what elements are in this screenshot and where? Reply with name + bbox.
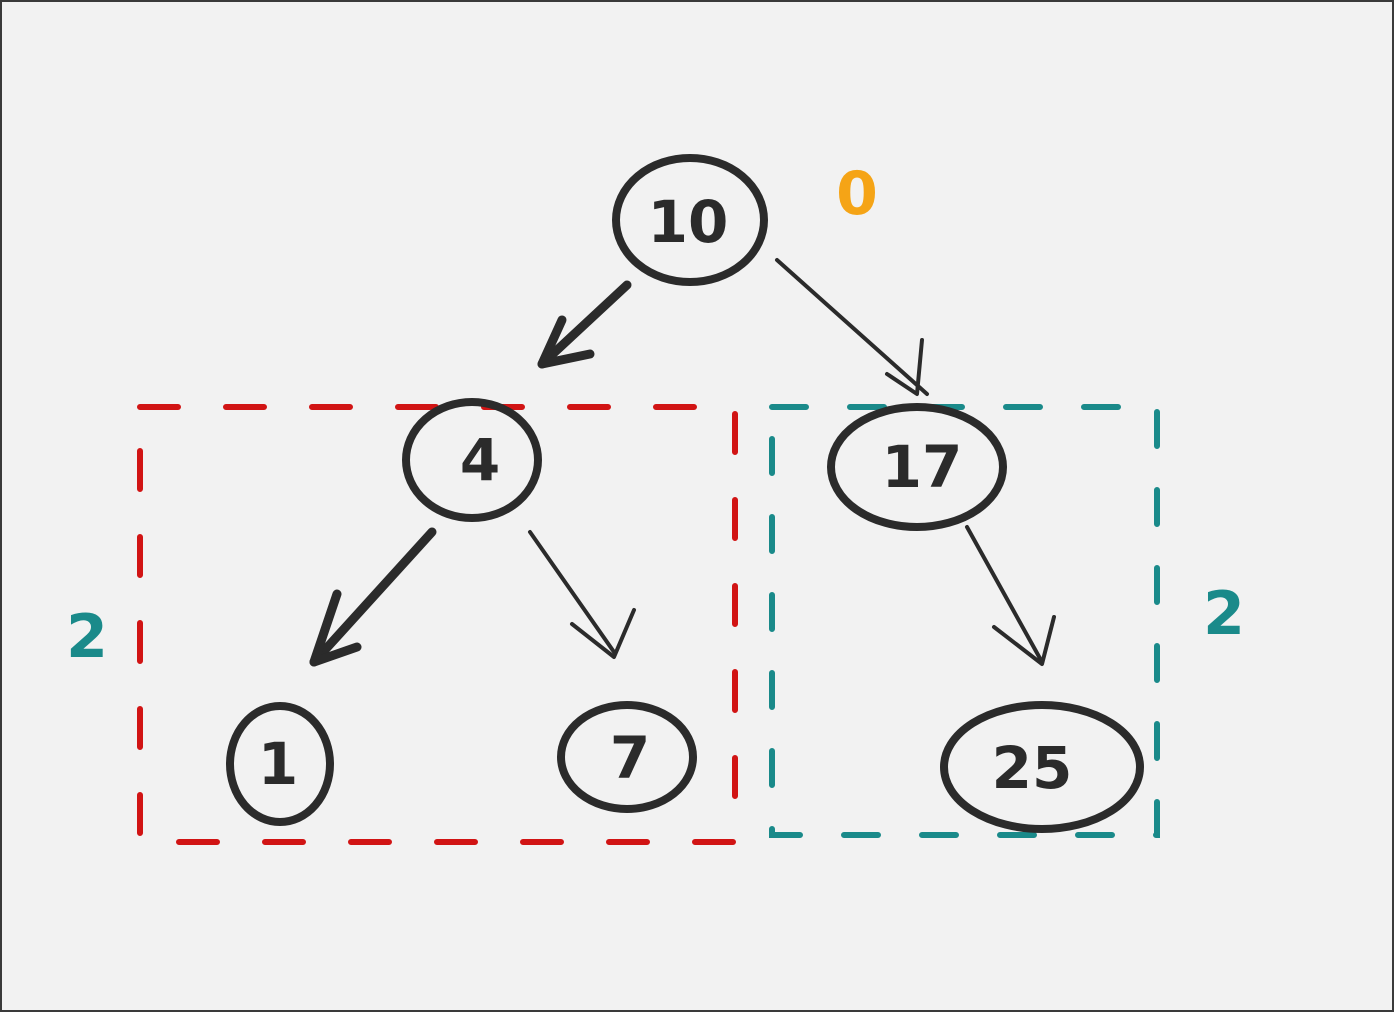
tree-node-left-left: 1 [226, 702, 334, 826]
left-subtree-annotation: 2 [66, 602, 108, 672]
edge-right-rightright [965, 525, 1056, 666]
node-label-left-left: 1 [258, 730, 298, 798]
edge-root-right [775, 258, 929, 396]
root-annotation: 0 [836, 159, 878, 229]
node-label-left-right: 7 [610, 724, 650, 792]
node-label-root: 10 [648, 188, 729, 256]
edge-left-leftleft [309, 527, 437, 667]
tree-node-left-right: 7 [557, 701, 697, 813]
tree-node-right-right: 25 [940, 701, 1144, 833]
right-subtree-annotation: 2 [1203, 579, 1245, 649]
node-label-left: 4 [460, 426, 500, 494]
edge-left-leftright [528, 530, 636, 659]
right-subtree-box [769, 404, 1160, 838]
tree-node-root: 10 [612, 154, 768, 286]
tree-node-right: 17 [827, 403, 1007, 531]
node-label-right: 17 [882, 433, 963, 501]
tree-node-left: 4 [402, 398, 542, 522]
edge-root-left [537, 280, 632, 369]
node-label-right-right: 25 [992, 734, 1073, 802]
